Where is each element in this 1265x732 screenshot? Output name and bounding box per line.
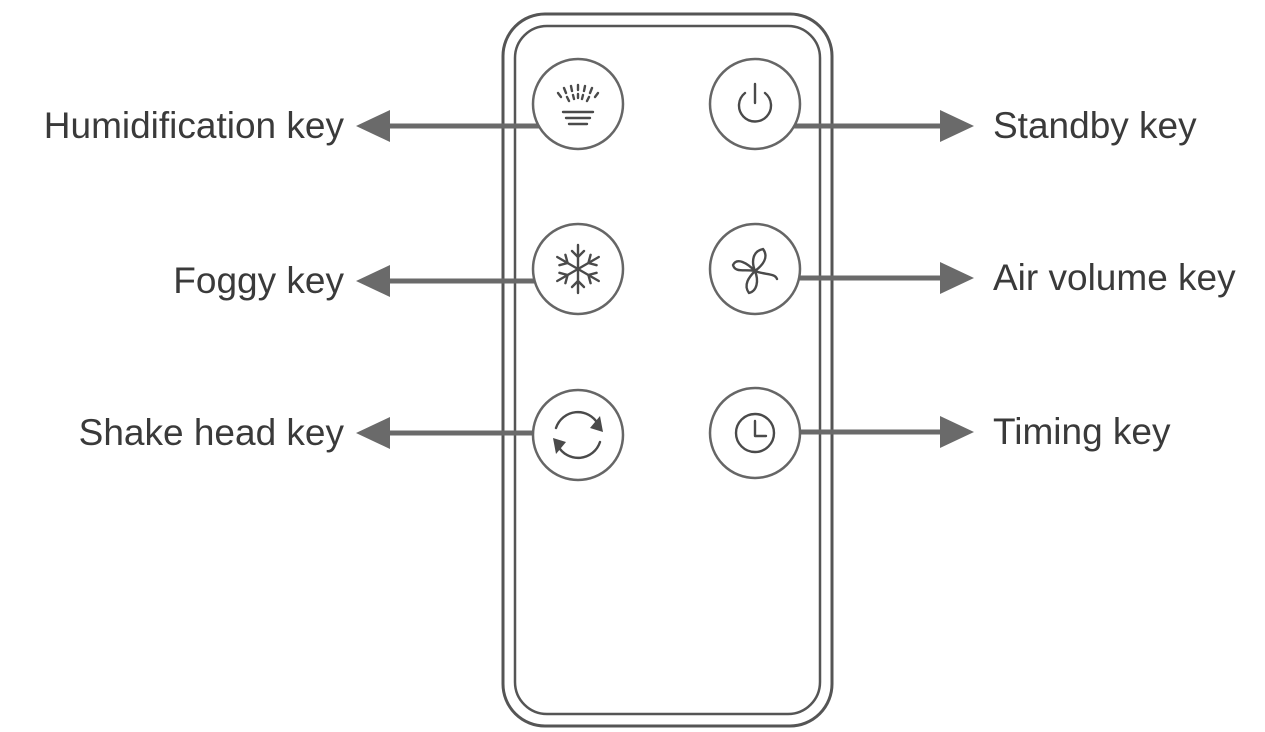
shake-head-key-label: Shake head key [79, 412, 345, 453]
humidification-button[interactable] [531, 57, 625, 151]
air-volume-button[interactable] [708, 222, 802, 316]
power-icon [737, 82, 773, 123]
standby-key-label: Standby key [993, 105, 1197, 146]
air-volume-callout: Air volume key [790, 257, 1236, 298]
humidification-arrow-head [356, 110, 390, 142]
humidification-icon [556, 83, 600, 126]
fan-icon [731, 247, 779, 295]
foggy-button[interactable] [531, 222, 625, 316]
shake-head-arrow-head [356, 417, 390, 449]
air-volume-key-label: Air volume key [993, 257, 1236, 298]
remote-control-body [501, 12, 834, 728]
air-volume-arrow-head [940, 262, 974, 294]
clock-icon [734, 412, 776, 454]
snowflake-icon [556, 243, 600, 295]
standby-callout: Standby key [790, 105, 1197, 146]
timing-key-label: Timing key [993, 411, 1171, 452]
shake-head-button[interactable] [531, 388, 625, 482]
foggy-key-label: Foggy key [173, 260, 344, 301]
rotate-icon [553, 410, 603, 460]
standby-button[interactable] [708, 57, 802, 151]
humidification-callout: Humidification key [44, 105, 540, 146]
timing-button[interactable] [708, 386, 802, 480]
timing-arrow-head [940, 416, 974, 448]
foggy-arrow-head [356, 265, 390, 297]
foggy-callout: Foggy key [173, 260, 540, 301]
standby-arrow-head [940, 110, 974, 142]
shake-head-callout: Shake head key [79, 412, 540, 453]
timing-callout: Timing key [778, 411, 1171, 452]
humidification-key-label: Humidification key [44, 105, 345, 146]
